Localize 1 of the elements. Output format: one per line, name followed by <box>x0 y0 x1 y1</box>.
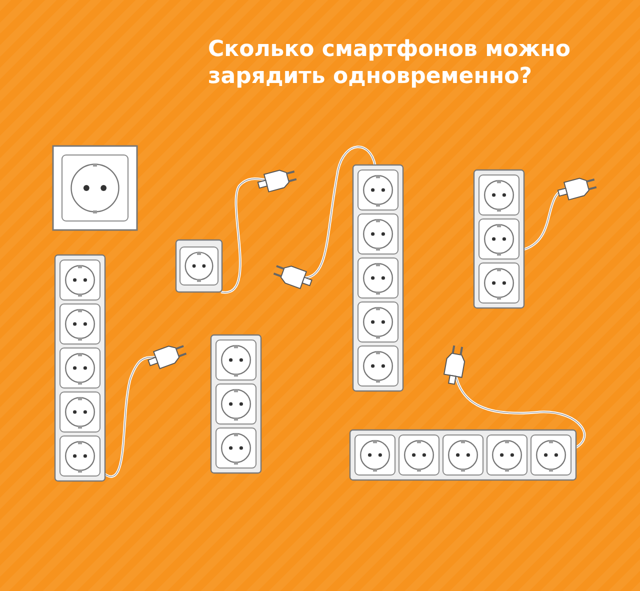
title: Сколько смартфонов можно зарядить одновременно? <box>208 36 572 90</box>
